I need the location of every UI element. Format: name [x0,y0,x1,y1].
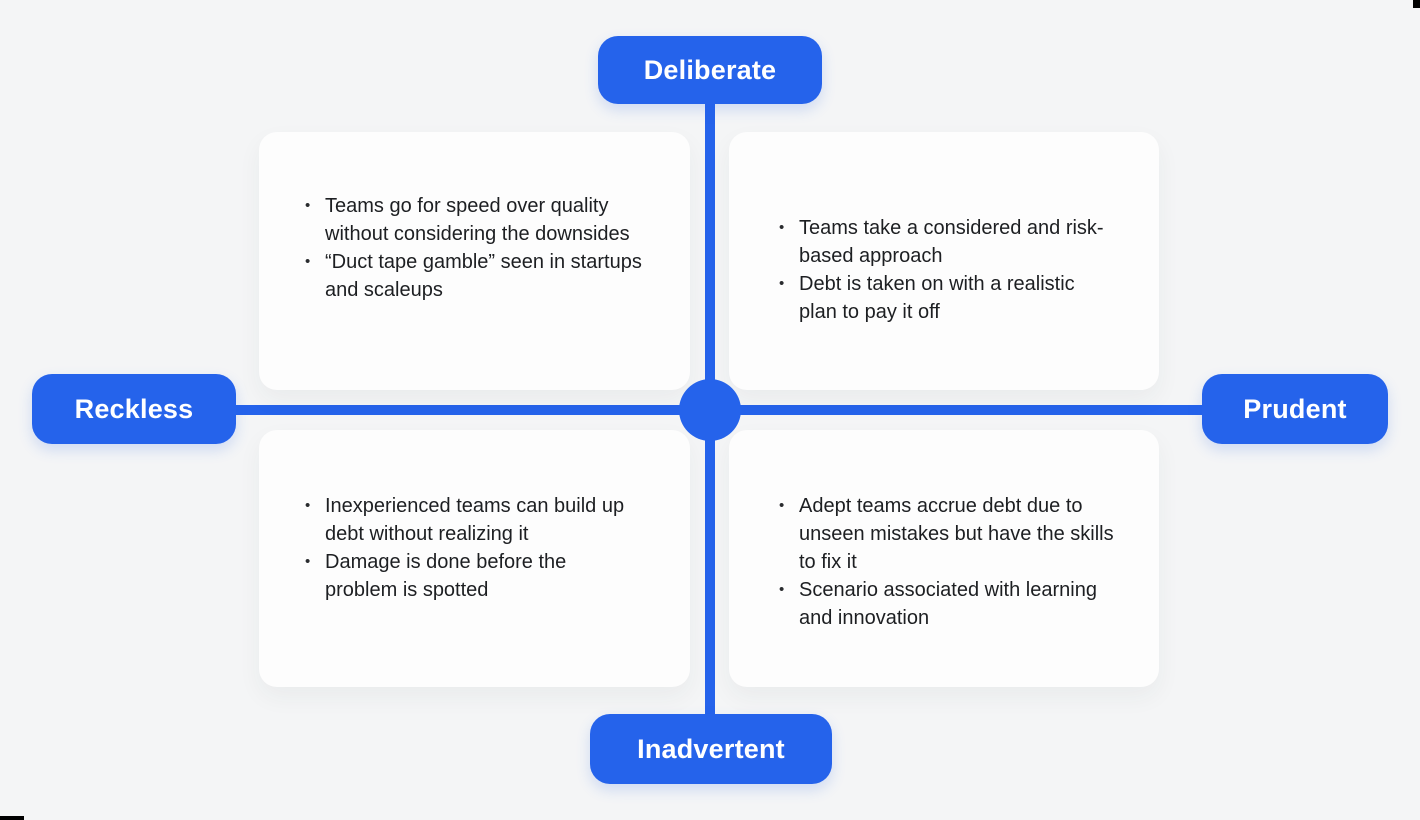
bullet-list: Adept teams accrue debt due to unseen mi… [775,492,1117,632]
screen-artifact-top-right [1413,0,1420,8]
bullet-item: Adept teams accrue debt due to unseen mi… [775,492,1117,576]
axis-center-dot [679,379,741,441]
axis-label-deliberate: Deliberate [598,36,822,104]
quadrant-card-inadvertent-prudent: Adept teams accrue debt due to unseen mi… [729,430,1159,687]
bullet-list: Teams take a considered and risk-based a… [775,214,1117,326]
quadrant-card-deliberate-reckless: Teams go for speed over quality without … [259,132,690,390]
bullet-list: Inexperienced teams can build up debt wi… [301,492,643,604]
bullet-list: Teams go for speed over quality without … [301,192,643,304]
screen-artifact-bottom-left [0,816,24,820]
bullet-item: Scenario associated with learning and in… [775,576,1117,632]
bullet-item: Damage is done before the problem is spo… [301,548,643,604]
axis-label-inadvertent: Inadvertent [590,714,832,784]
bullet-item: Debt is taken on with a realistic plan t… [775,270,1117,326]
axis-label-prudent: Prudent [1202,374,1388,444]
axis-label-reckless: Reckless [32,374,236,444]
bullet-item: Inexperienced teams can build up debt wi… [301,492,643,548]
quadrant-card-deliberate-prudent: Teams take a considered and risk-based a… [729,132,1159,390]
bullet-item: “Duct tape gamble” seen in startups and … [301,248,643,304]
quadrant-card-inadvertent-reckless: Inexperienced teams can build up debt wi… [259,430,690,687]
bullet-item: Teams go for speed over quality without … [301,192,643,248]
bullet-item: Teams take a considered and risk-based a… [775,214,1117,270]
